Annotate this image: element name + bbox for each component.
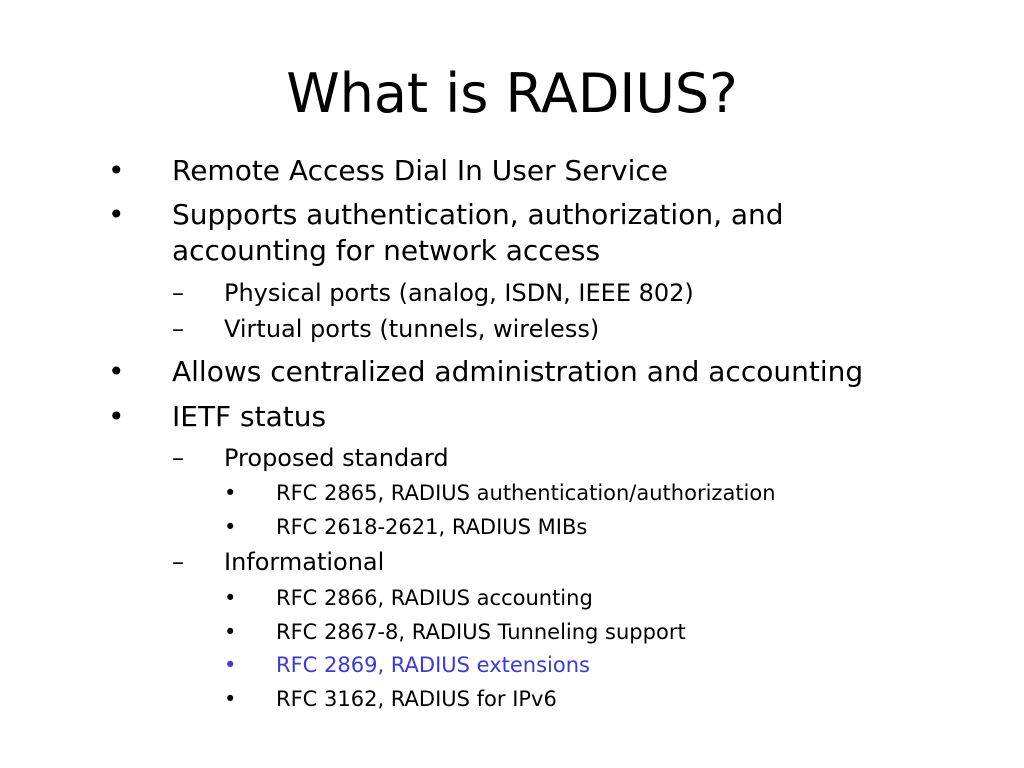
bullet-marker: • [108,400,125,433]
bullet-text: Remote Access Dial In User Service [172,154,668,187]
bullet-text-continued: accounting for network access [172,234,601,267]
sub-sub-bullet-text: RFC 2867-8, RADIUS Tunneling support [276,620,686,644]
sub-bullet-text: Virtual ports (tunnels, wireless) [224,315,600,343]
bullet-marker: • [108,198,125,231]
sub-bullet-marker: – [172,548,184,576]
sub-sub-bullet-marker: • [224,481,237,505]
sub-sub-bullet-marker: • [224,653,237,677]
sub-bullet-text: Physical ports (analog, ISDN, IEEE 802) [224,279,694,307]
sub-sub-bullet-marker: • [224,620,237,644]
sub-sub-bullet-text: RFC 3162, RADIUS for IPv6 [276,687,557,711]
bullet-marker: • [108,355,125,388]
bullet-text: Supports authentication, authorization, … [172,198,784,231]
bullet-text: IETF status [172,400,327,433]
sub-sub-bullet-marker: • [224,586,237,610]
sub-sub-bullet-text: RFC 2865, RADIUS authentication/authoriz… [276,481,776,505]
bullet-text: Allows centralized administration and ac… [172,355,864,388]
sub-bullet-marker: – [172,279,184,307]
sub-bullet-marker: – [172,444,184,472]
sub-sub-bullet-text: RFC 2866, RADIUS accounting [276,586,593,610]
sub-sub-bullet-marker: • [224,515,237,539]
rfc-2869-link[interactable]: RFC 2869, RADIUS extensions [276,653,590,677]
sub-sub-bullet-marker: • [224,687,237,711]
bullet-marker: • [108,154,125,187]
slide-title: What is RADIUS? [286,62,738,125]
sub-bullet-marker: – [172,315,184,343]
sub-bullet-text: Proposed standard [224,444,449,472]
sub-bullet-text: Informational [224,548,385,576]
sub-sub-bullet-text: RFC 2618-2621, RADIUS MIBs [276,515,588,539]
